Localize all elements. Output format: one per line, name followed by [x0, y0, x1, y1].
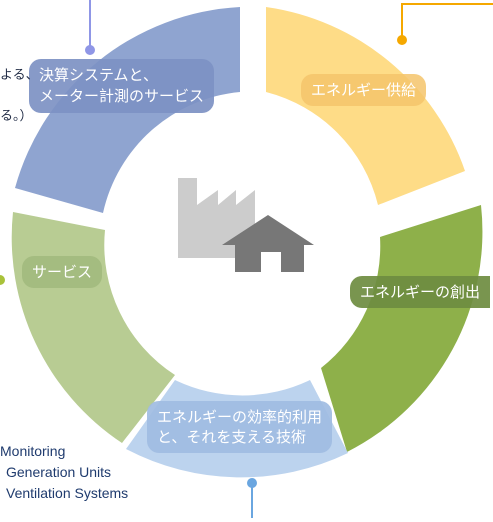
connector-line-top-right: [401, 3, 493, 40]
connector-left: [0, 275, 5, 285]
annotation-top-left-line1: よる、: [0, 67, 39, 82]
label-top-right: エネルギー供給: [301, 74, 427, 106]
connector-top-right: [397, 3, 493, 45]
segment-top-right: [266, 7, 465, 205]
annotation-bottom-left-line2: Generation Units: [6, 464, 112, 480]
connector-top-left: [85, 0, 95, 55]
connector-dot-bottom: [247, 478, 257, 488]
connector-dot-top-right: [397, 35, 407, 45]
label-bottom: エネルギーの効率的利用 と、それを支える技術: [147, 401, 333, 453]
connector-bottom: [247, 478, 257, 518]
annotation-bottom-left-line3: Ventilation Systems: [6, 485, 129, 501]
segment-right: [321, 205, 483, 452]
house-icon: [222, 215, 314, 272]
label-left: サービス: [22, 256, 103, 288]
connector-dot-top-left: [85, 45, 95, 55]
label-right: エネルギーの創出: [350, 276, 491, 308]
connector-dot-left: [0, 275, 5, 285]
annotation-bottom-left-line1: Monitoring: [0, 443, 66, 459]
annotation-top-left-line2: る。）: [0, 108, 33, 123]
label-top-left: 決算システムと、 メーター計測のサービス: [29, 59, 215, 113]
